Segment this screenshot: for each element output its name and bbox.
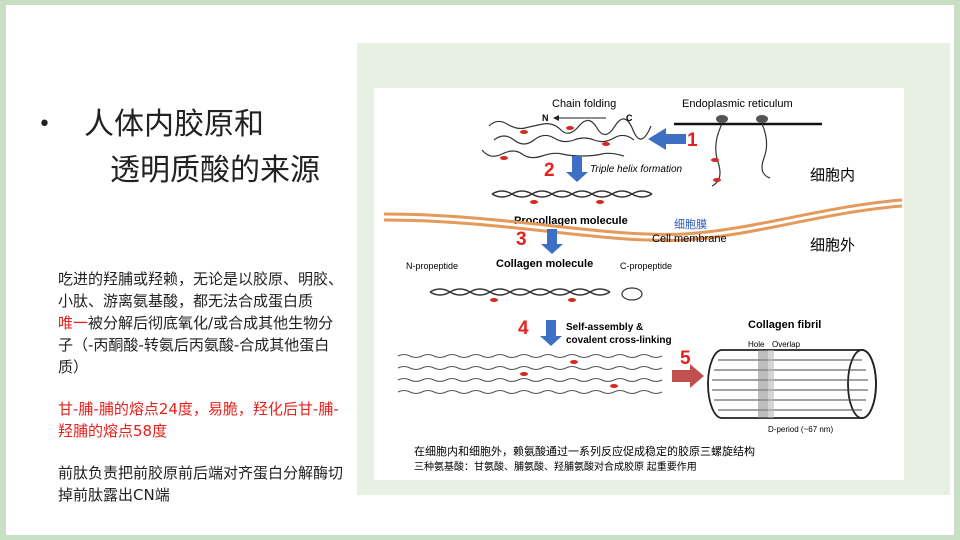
collagen-synthesis-figure: Chain folding N C Endoplasmic reticulum … (374, 88, 904, 480)
triple-helix-label: Triple helix formation (590, 164, 683, 175)
title-line-1: 人体内胶原和 (84, 107, 264, 142)
chain-folding-label: Chain folding (552, 98, 616, 110)
residue-mark (566, 126, 574, 130)
note-paragraph-3: 前肽负责把前胶原前后端对齐蛋白分解酶切掉前肽露出CN端 (58, 464, 344, 504)
step-3-number: 3 (516, 229, 527, 250)
outside-cell-label: 细胞外 (810, 237, 855, 254)
c-terminus-label: C (626, 113, 633, 123)
folding-chain-1 (488, 118, 652, 140)
ribosome (756, 115, 768, 123)
note-red-word: 唯一 (58, 314, 89, 332)
collagen-diagram: Chain folding N C Endoplasmic reticulum … (383, 98, 903, 473)
caption-line-1: 在细胞内和细胞外，赖氨酸通过一系列反应促成稳定的胶原三螺旋结构 (414, 444, 755, 458)
collagen-helix-strand (429, 288, 611, 296)
procollagen-label: Procollagen molecule (514, 215, 628, 227)
residue-mark (500, 156, 508, 160)
self-assembly-label: Self-assembly & (566, 322, 643, 333)
fibril-end (847, 349, 877, 419)
residue-mark (596, 200, 604, 204)
fibril-striations (712, 359, 868, 411)
er-label: Endoplasmic reticulum (682, 98, 793, 110)
step-1-number: 1 (687, 130, 698, 151)
residue-mark (711, 158, 719, 162)
step-5-number: 5 (680, 348, 691, 369)
residue-mark (520, 130, 528, 134)
crosslink-mark (520, 372, 528, 376)
residue-mark (602, 142, 610, 146)
crosslink-mark (610, 384, 618, 388)
note-text-1b: 被分解后彻底氧化/或合成其他生物分子（-丙酮酸-转氨后丙氨酸-合成其他蛋白质） (58, 314, 334, 376)
step-3-arrow (541, 229, 563, 254)
caption-line-2: 三种氨基酸：甘氨酸、脯氨酸、羟脯氨酸对合成胶原 起重要作用 (414, 460, 697, 473)
folding-chain-2 (493, 134, 635, 145)
c-propeptide-globule (621, 287, 643, 301)
n-terminus-label: N (542, 113, 549, 123)
collagen-helix-strand (429, 288, 611, 296)
residue-mark (490, 298, 498, 302)
step-4-number: 4 (518, 318, 529, 339)
title-bullet: • (38, 112, 51, 137)
collagen-molecule-label: Collagen molecule (496, 258, 593, 270)
collagen-fibril-label: Collagen fibril (748, 319, 821, 331)
step-4-arrow (540, 320, 562, 346)
cell-membrane-line (383, 198, 903, 236)
slide-frame-bottom (0, 535, 960, 540)
step-2-number: 2 (544, 160, 555, 181)
d-period-label: D-period (~67 nm) (768, 425, 833, 434)
residue-mark (568, 298, 576, 302)
slide-frame-left (0, 0, 6, 540)
c-propeptide-label: C-propeptide (620, 261, 672, 271)
hole-band (758, 350, 768, 418)
membrane-cn-label: 细胞膜 (674, 218, 707, 231)
note-text-1: 吃进的羟脯或羟赖，无论是以胶原、明胶、小肽、游离氨基酸，都无法合成蛋白质 (58, 270, 344, 310)
residue-mark (713, 178, 721, 182)
nascent-chain (711, 123, 723, 187)
membrane-en-label: Cell membrane (652, 233, 727, 245)
title-line-2: 透明质酸的来源 (110, 153, 320, 188)
step-2-arrow (566, 156, 588, 182)
folding-chain-3 (481, 149, 625, 159)
step-5-arrow (672, 364, 704, 388)
cell-membrane-line (383, 204, 903, 242)
crosslink-mark (570, 360, 578, 364)
notes-text: 吃进的羟脯或羟赖，无论是以胶原、明胶、小肽、游离氨基酸，都无法合成蛋白质唯一被分… (58, 268, 348, 506)
n-propeptide-label: N-propeptide (406, 261, 458, 271)
nascent-chain (761, 123, 771, 179)
residue-mark (530, 200, 538, 204)
slide-frame-right (954, 0, 960, 540)
ribosome (716, 115, 728, 123)
fibril-assembly-lines (397, 353, 663, 395)
note-paragraph-2: 甘-脯-脯的熔点24度，易脆，羟化后甘-脯-羟脯的熔点58度 (58, 400, 339, 440)
crosslinking-label: covalent cross-linking (566, 335, 672, 346)
triple-helix-strand (491, 190, 653, 198)
step-1-arrow (648, 128, 686, 150)
inside-cell-label: 细胞内 (810, 167, 855, 184)
overlap-label: Overlap (772, 340, 801, 349)
slide-frame-top (0, 0, 960, 5)
note-paragraph-1: 吃进的羟脯或羟赖，无论是以胶原、明胶、小肽、游离氨基酸，都无法合成蛋白质唯一被分… (58, 268, 348, 378)
hole-label: Hole (748, 340, 765, 349)
overlap-band (768, 350, 774, 418)
